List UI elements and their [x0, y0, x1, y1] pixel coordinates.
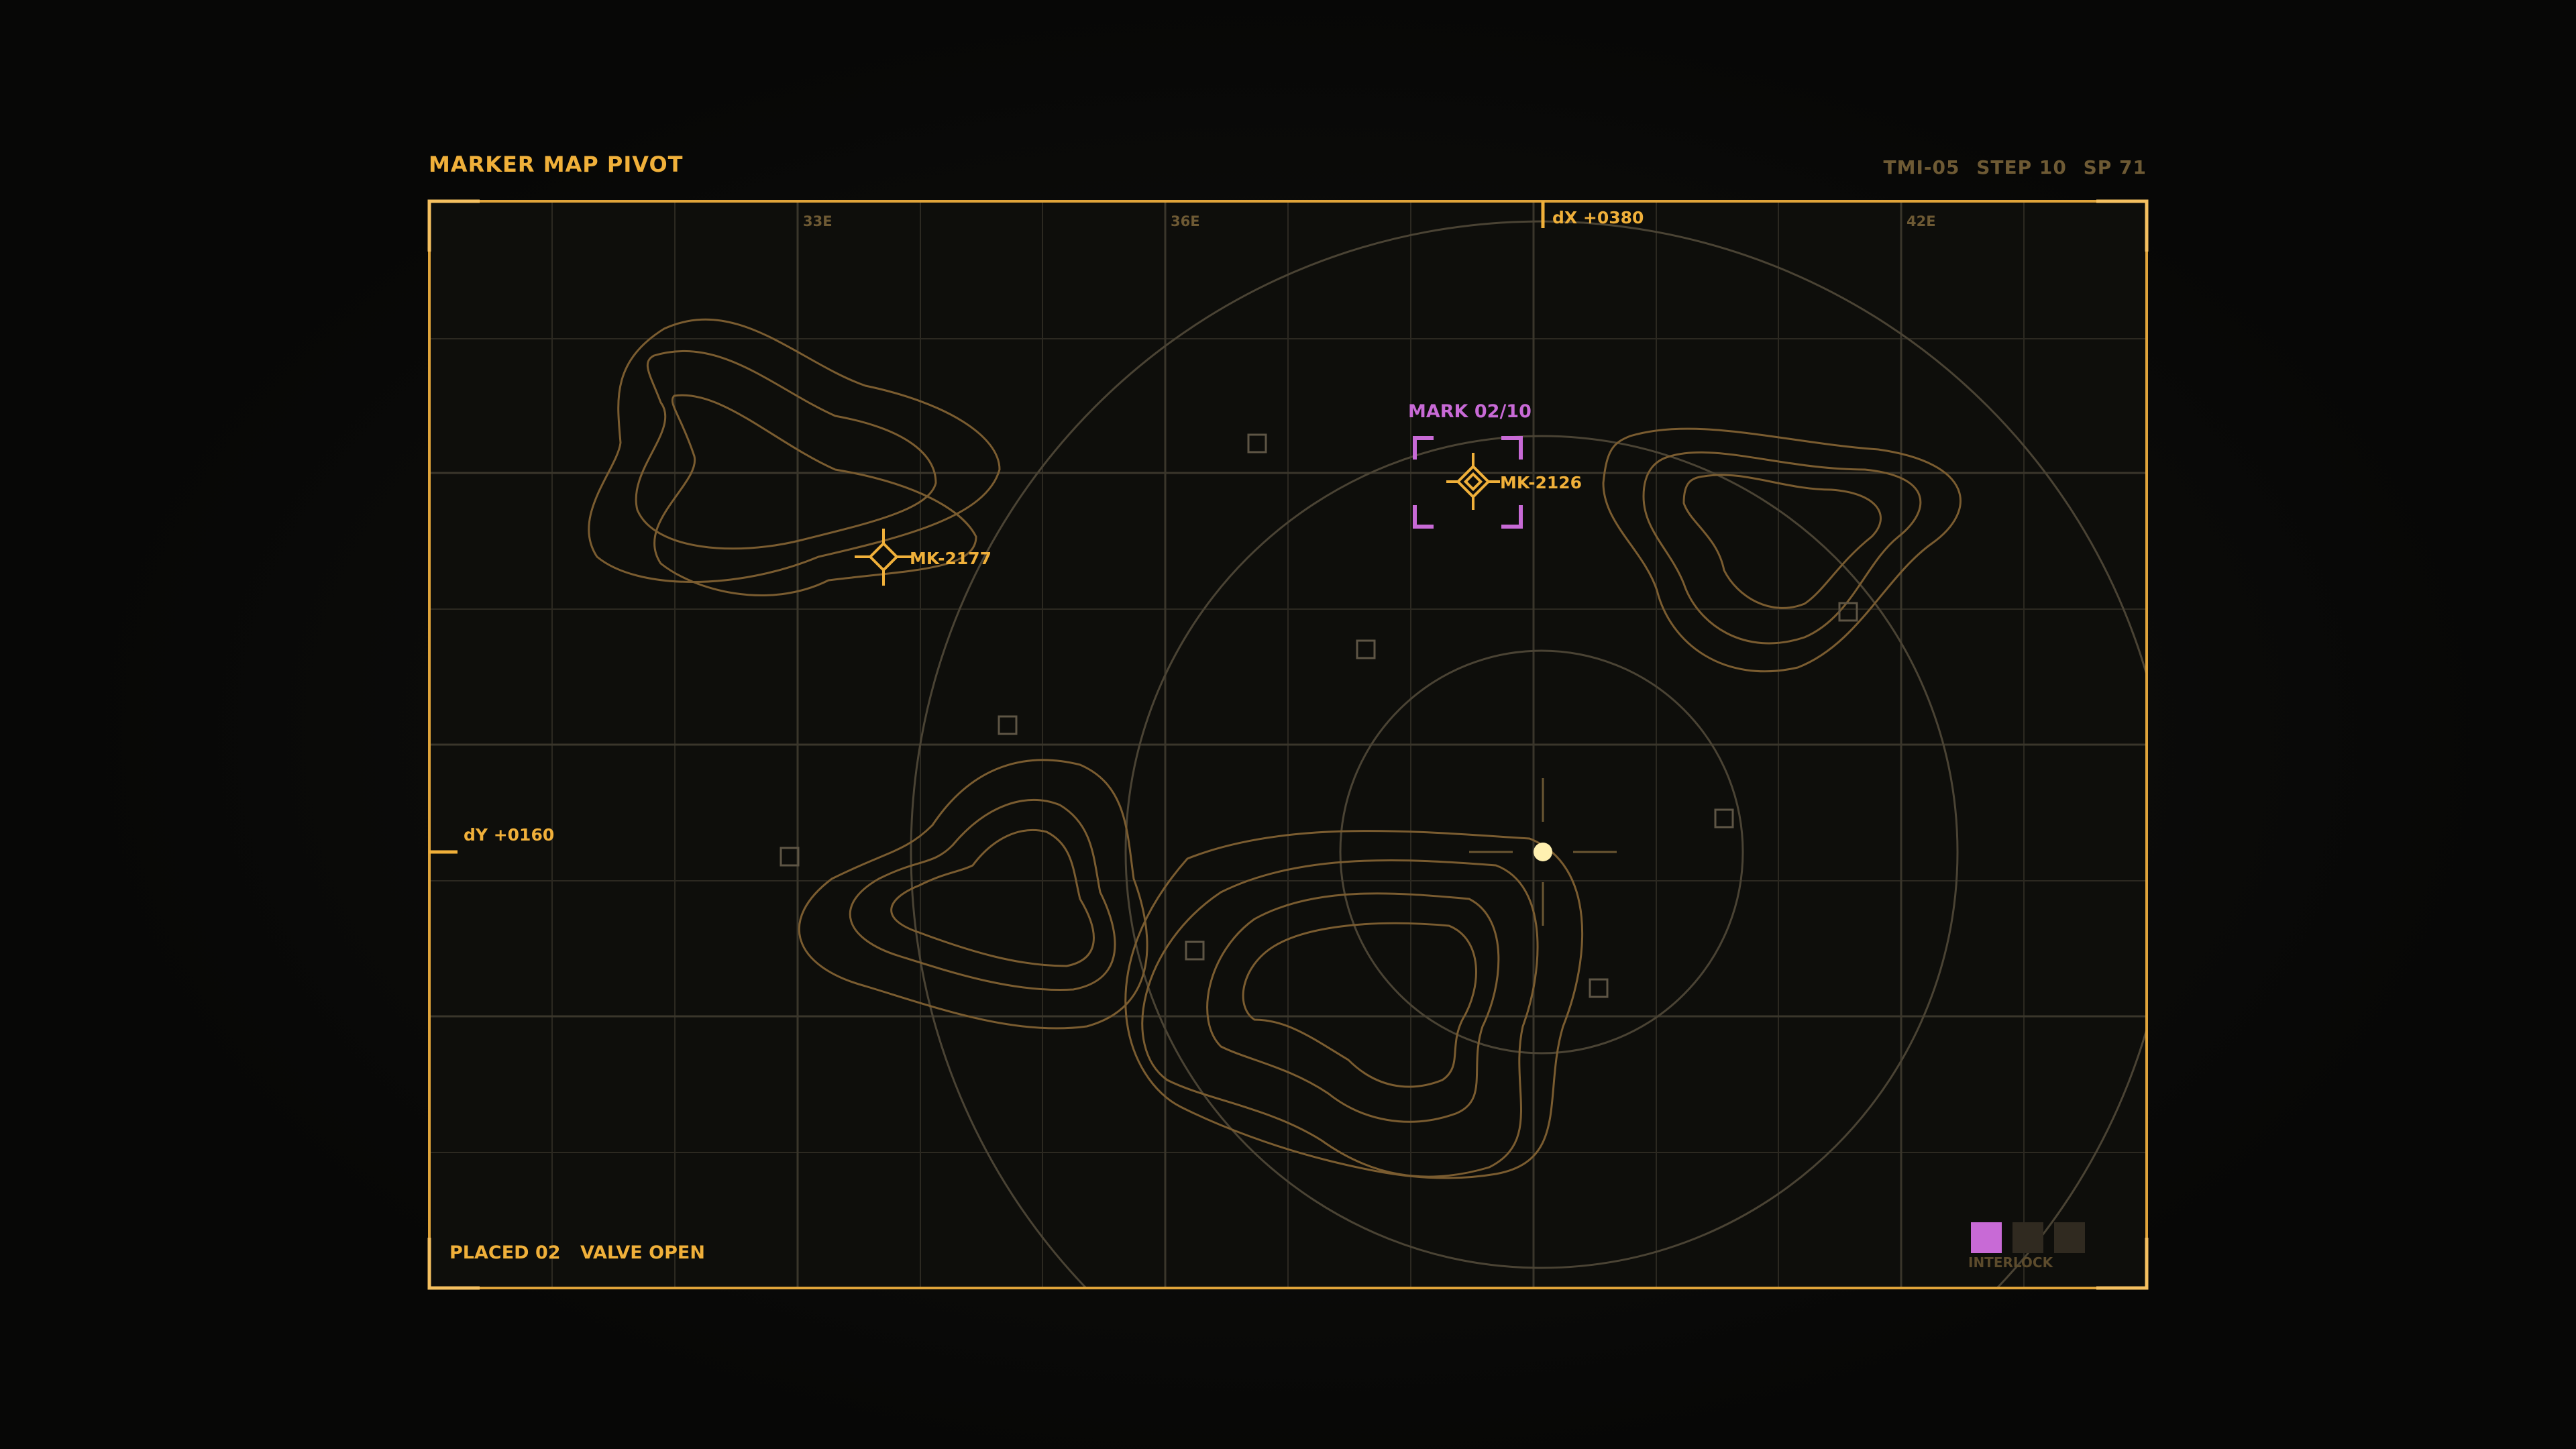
tmi-readout: TMI-05 [1883, 156, 1960, 178]
grid-label-33e: 33E [803, 213, 833, 229]
pivot-point[interactable] [1534, 843, 1552, 861]
marker-mk-2177[interactable] [855, 529, 912, 586]
terrain-contour-sw [798, 759, 1148, 1030]
grid-label-36e: 36E [1171, 213, 1200, 229]
terrain-contour-ne [1602, 427, 1962, 673]
bottom-status: PLACED 02 VALVE OPEN [449, 1242, 718, 1263]
marker-mk-2126[interactable] [1446, 453, 1500, 510]
step-readout: STEP 10 [1976, 156, 2067, 178]
interlock-swatch-3 [2054, 1222, 2085, 1253]
status-readout: TMI-05 STEP 10 SP 71 [1874, 156, 2147, 178]
frame-corners [427, 199, 2149, 1290]
mark-counter: MARK 02/10 [1408, 401, 1532, 422]
selection-brackets [1413, 436, 1523, 529]
dx-readout: dX +0380 [1552, 208, 1644, 227]
terrain-contour-s [1124, 830, 1584, 1179]
valve-status: VALVE OPEN [580, 1242, 705, 1263]
placed-count: PLACED 02 [449, 1242, 561, 1263]
dy-readout: dY +0160 [464, 825, 554, 845]
interlock-swatch-2 [2012, 1222, 2043, 1253]
grid-label-42e: 42E [1907, 213, 1936, 229]
pivot-crosshair[interactable] [1469, 778, 1617, 926]
map-grid-major [429, 201, 2147, 1288]
marker-label-mk-2177: MK-2177 [910, 549, 991, 568]
map-frame [428, 200, 2148, 1289]
sp-readout: SP 71 [2083, 156, 2147, 178]
waypoint-squares [780, 433, 1858, 998]
marker-label-mk-2126: MK-2126 [1500, 473, 1582, 492]
interlock-swatch-1 [1971, 1222, 2002, 1253]
terrain-contour-nw [588, 318, 1001, 596]
interlock-label: INTERLOCK [1968, 1254, 2053, 1271]
page-title: MARKER MAP PIVOT [429, 152, 684, 177]
